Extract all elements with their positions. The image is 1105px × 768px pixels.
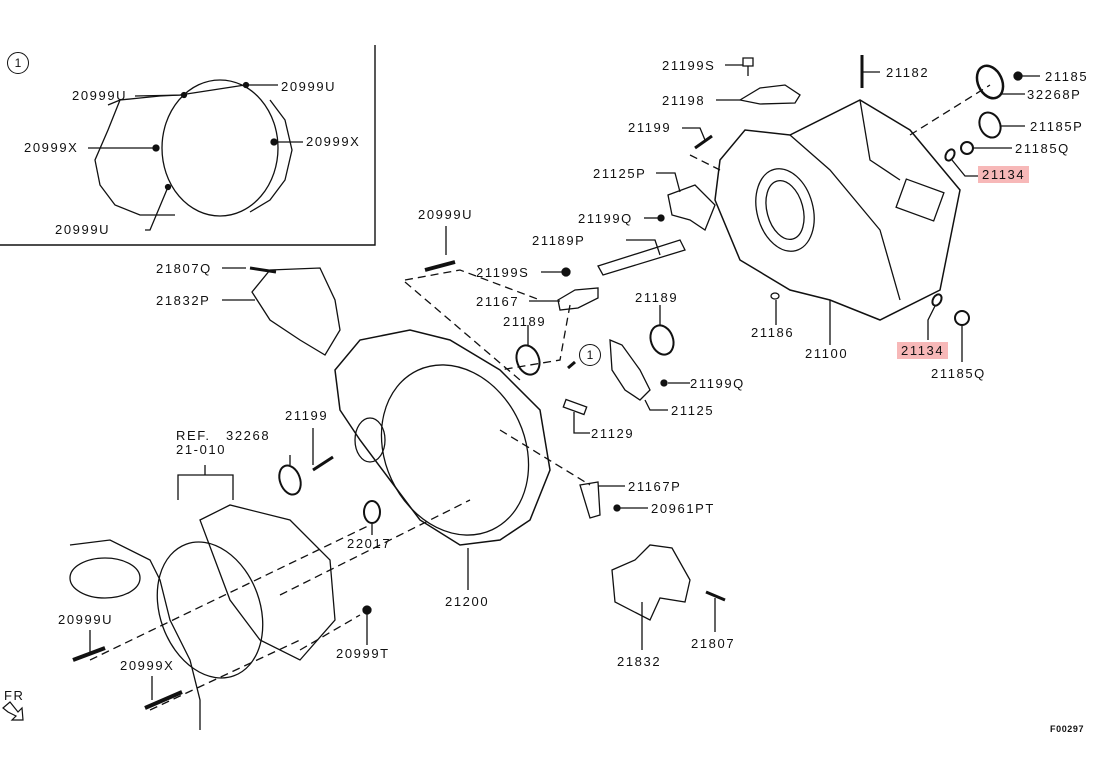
part-label-21167[interactable]: 21167 (476, 294, 520, 309)
part-label-21185Q-top[interactable]: 21185Q (1015, 141, 1070, 156)
part-label-21199Q-mid[interactable]: 21199Q (690, 376, 745, 391)
part-label-21182[interactable]: 21182 (886, 65, 930, 80)
part-label-21807Q[interactable]: 21807Q (156, 261, 212, 276)
ref-label-line1: REF. (176, 428, 211, 443)
part-label-21167P[interactable]: 21167P (628, 479, 682, 494)
main-callout-marker[interactable]: 1 (579, 344, 601, 366)
part-label-21185[interactable]: 21185 (1045, 69, 1089, 84)
small-parts (73, 55, 1022, 708)
part-label-20999X-bottom[interactable]: 20999X (120, 658, 175, 673)
assembly-dashed-lines (90, 85, 990, 710)
inset-label-20999U-2: 20999U (281, 79, 337, 94)
figure-code: F00297 (1050, 724, 1085, 734)
inset-label-20999U-1: 20999U (72, 88, 128, 103)
part-label-21807[interactable]: 21807 (691, 636, 736, 651)
part-label-32268[interactable]: 32268 (226, 428, 271, 443)
part-label-21189-right[interactable]: 21189 (635, 290, 679, 305)
ref-label-line2[interactable]: 21-010 (176, 442, 227, 457)
part-label-21125[interactable]: 21125 (671, 403, 715, 418)
inset-frame (0, 45, 375, 245)
part-label-21198[interactable]: 21198 (662, 93, 706, 108)
part-label-22017[interactable]: 22017 (347, 536, 392, 551)
part-label-21134-top-highlighted[interactable]: 21134 (978, 166, 1030, 183)
part-label-21129[interactable]: 21129 (591, 426, 635, 441)
clutch-housing-21200 (335, 330, 556, 590)
part-label-21125P[interactable]: 21125P (593, 166, 647, 181)
front-direction-arrow-icon (3, 702, 23, 720)
part-label-20999U-bottom[interactable]: 20999U (58, 612, 114, 627)
part-label-21189P[interactable]: 21189P (532, 233, 586, 248)
part-label-21199Q-top[interactable]: 21199Q (578, 211, 633, 226)
part-label-20999T[interactable]: 20999T (336, 646, 390, 661)
inset-clutch-housing-outline (88, 80, 303, 230)
front-direction-label: FR (4, 688, 25, 703)
part-label-20999U-mid[interactable]: 20999U (418, 207, 474, 222)
part-label-21199-top[interactable]: 21199 (628, 120, 672, 135)
part-label-21134-bottom-highlighted[interactable]: 21134 (897, 342, 949, 359)
transmission-case-21100 (715, 100, 960, 345)
clutch-assembly-ref (70, 465, 335, 730)
inset-label-20999X-2: 20999X (306, 134, 361, 149)
part-label-21199S-top[interactable]: 21199S (662, 58, 716, 73)
inset-callout-marker: 1 (7, 52, 29, 74)
part-label-21832P[interactable]: 21832P (156, 293, 211, 308)
part-label-21186[interactable]: 21186 (751, 325, 795, 340)
part-label-21199S-mid[interactable]: 21199S (476, 265, 530, 280)
part-label-21189-left[interactable]: 21189 (503, 314, 547, 329)
part-label-21199-mid[interactable]: 21199 (285, 408, 329, 423)
part-label-21100[interactable]: 21100 (805, 346, 849, 361)
part-label-21832[interactable]: 21832 (617, 654, 662, 669)
inset-label-20999X-1: 20999X (24, 140, 79, 155)
part-label-21200[interactable]: 21200 (445, 594, 490, 609)
part-label-32268P[interactable]: 32268P (1027, 87, 1082, 102)
part-label-20961PT[interactable]: 20961PT (651, 501, 715, 516)
leader-lines (90, 65, 1040, 700)
part-label-21185P[interactable]: 21185P (1030, 119, 1084, 134)
part-label-21185Q-bottom[interactable]: 21185Q (931, 366, 986, 381)
inset-label-20999U-3: 20999U (55, 222, 111, 237)
